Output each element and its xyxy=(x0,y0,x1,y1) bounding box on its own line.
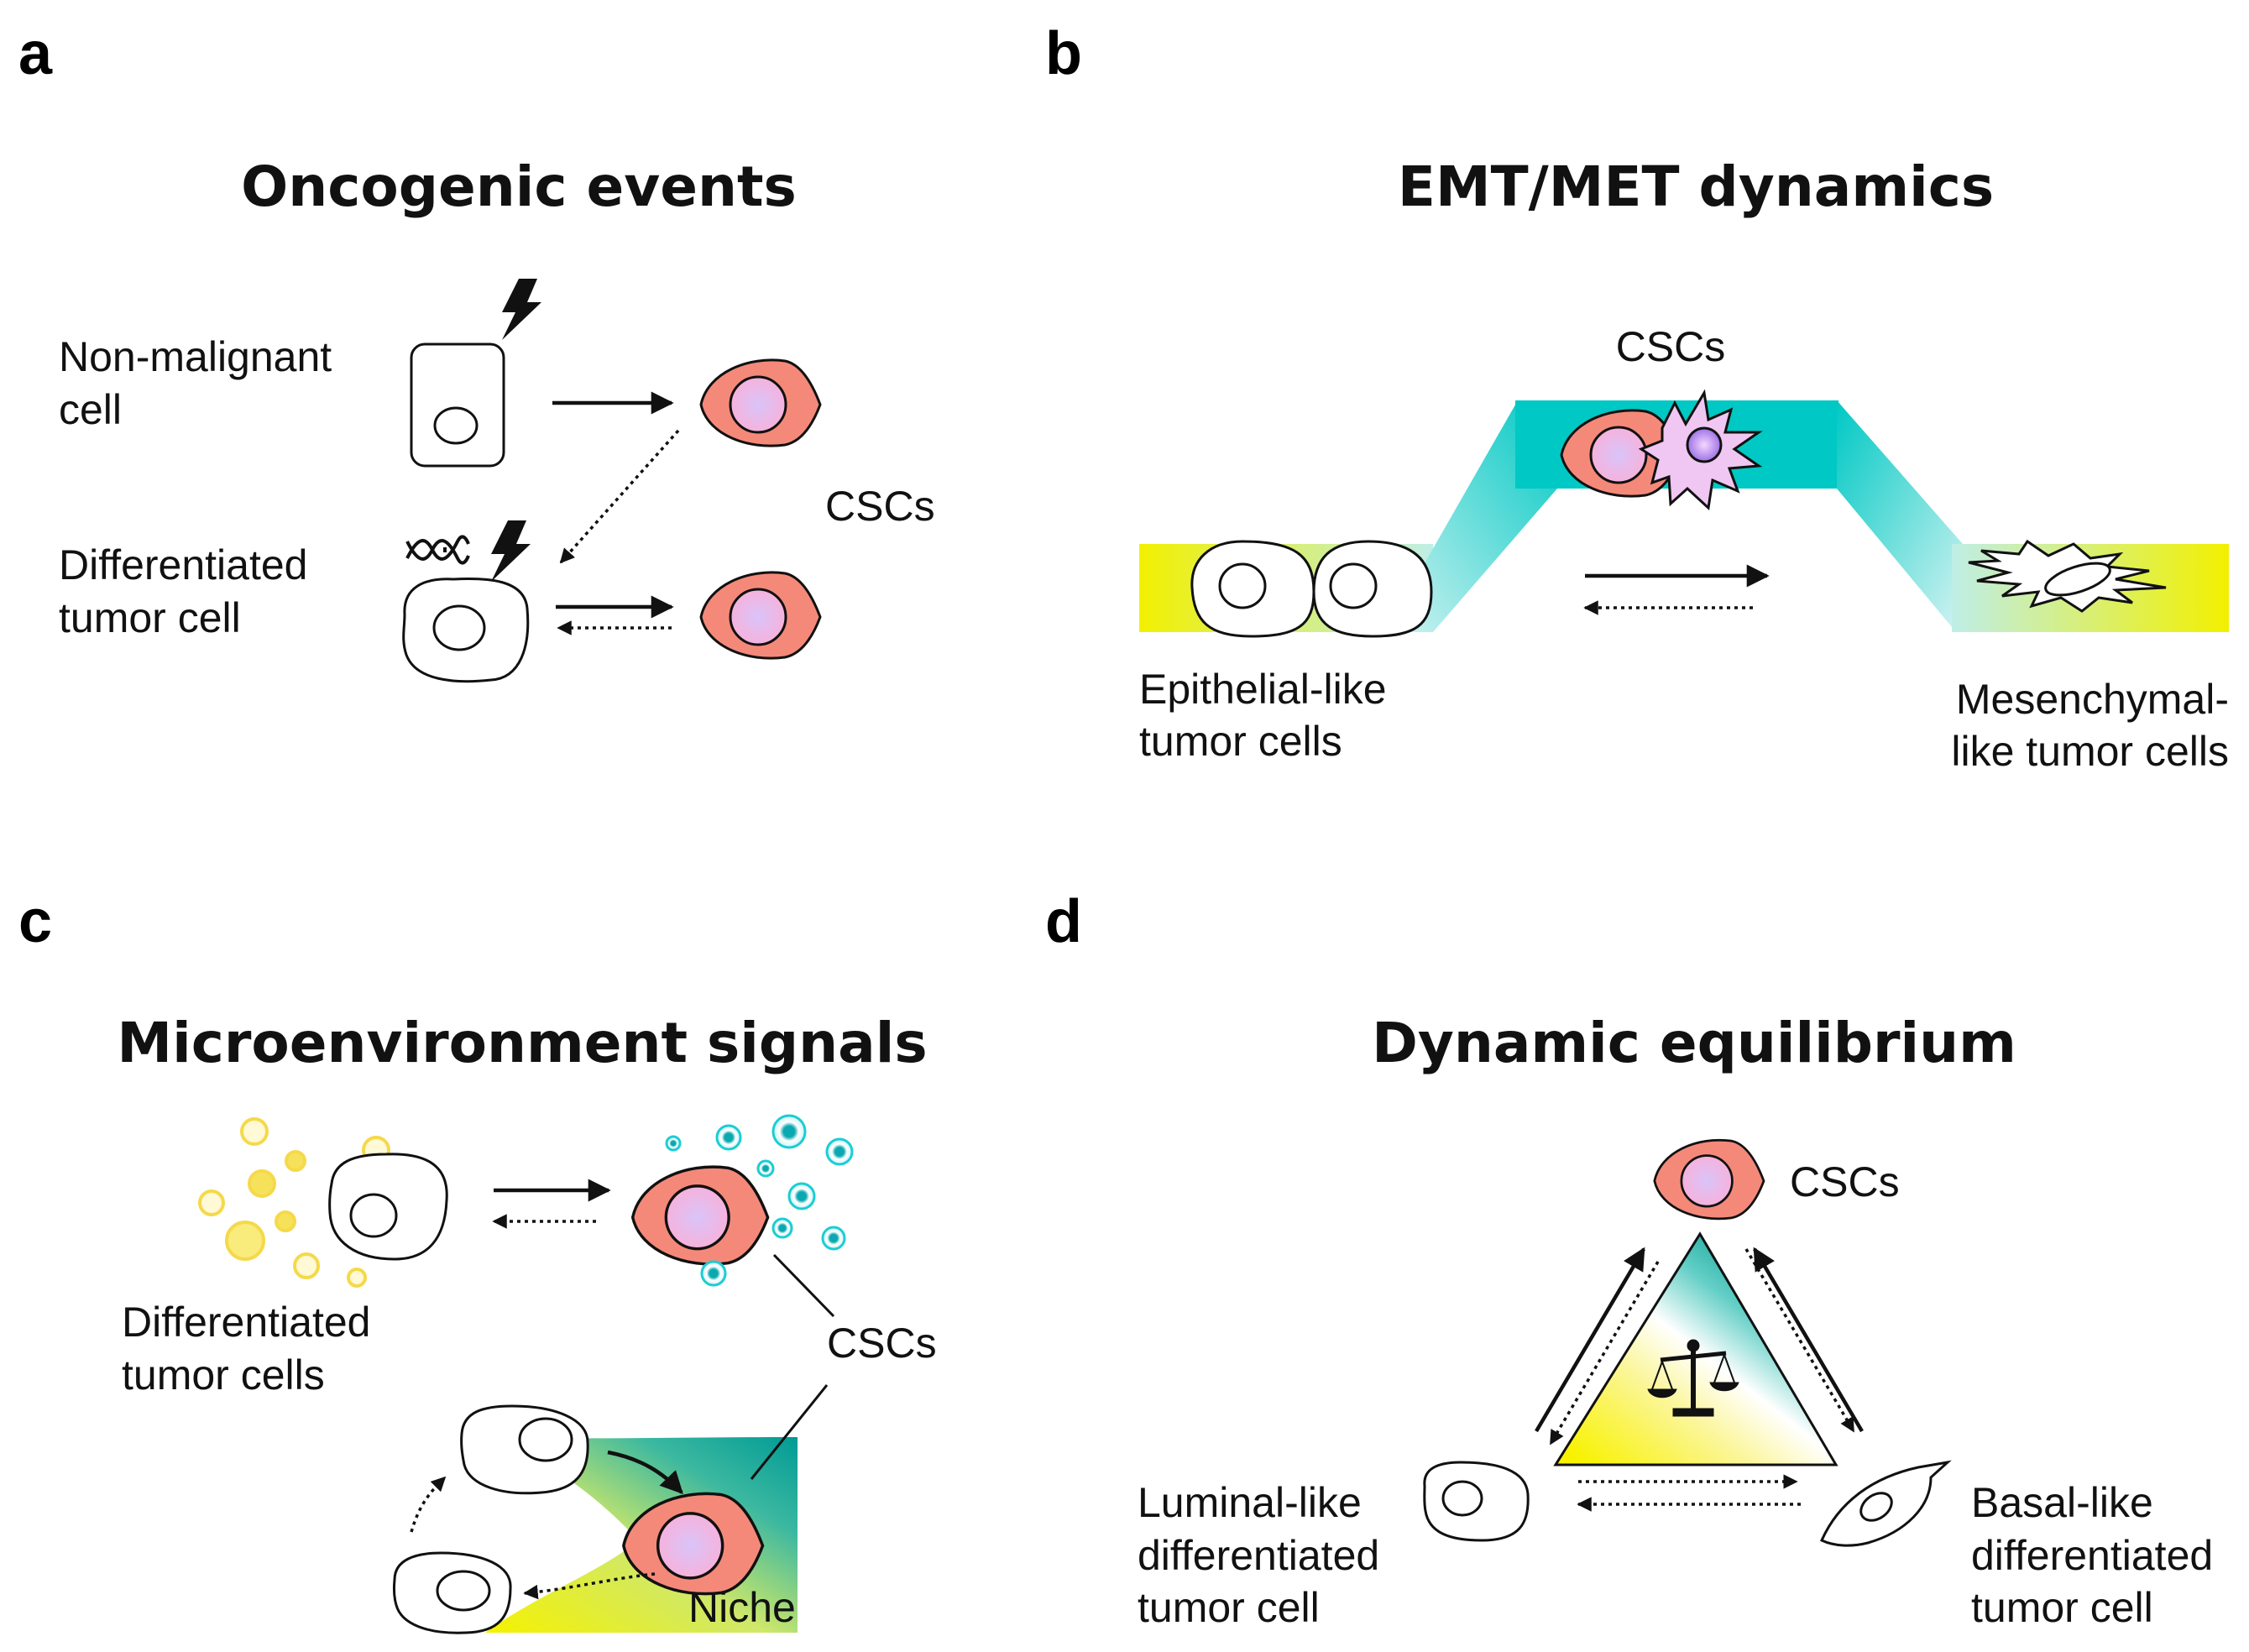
arrow-luminal-to-csc xyxy=(1535,1247,1645,1433)
label-cscs-b: CSCs xyxy=(1616,323,1726,370)
arrow-csc-to-luminal xyxy=(1549,1261,1660,1446)
label-luminal-line1: Luminal-like xyxy=(1138,1479,1362,1526)
label-basal-line2: differentiated xyxy=(1971,1532,2213,1579)
panel-d: d Dynamic equilibrium CSCs xyxy=(1045,888,2213,1631)
panel-c: c Microenvironment signals xyxy=(18,888,937,1634)
nonmalignant-cell xyxy=(410,342,505,468)
label-cscs-a: CSCs xyxy=(825,483,935,530)
mesenchymal-cell xyxy=(1968,539,2167,613)
label-mesenchymal-line2: like tumor cells xyxy=(1951,728,2229,775)
label-cscs-c: CSCs xyxy=(827,1320,937,1367)
label-epithelial-line2: tumor cells xyxy=(1139,718,1342,765)
panel-a-title: Oncogenic events xyxy=(241,154,797,219)
arrow-from-niche xyxy=(523,1572,656,1600)
balance-scale-icon xyxy=(1647,1339,1739,1417)
label-luminal-line2: differentiated xyxy=(1138,1532,1379,1579)
label-differentiated-line1: Differentiated xyxy=(59,541,307,588)
panel-d-letter: d xyxy=(1045,888,1082,955)
differentiated-cell-niche-bottom xyxy=(392,1551,512,1634)
differentiated-tumor-cell-c xyxy=(328,1153,448,1261)
dna-icon xyxy=(405,535,470,565)
yellow-signal-particles xyxy=(198,1117,390,1288)
label-differentiated-line2: tumor cell xyxy=(59,594,241,641)
label-basal-line1: Basal-like xyxy=(1971,1479,2153,1526)
lightning-icon-2 xyxy=(491,520,531,582)
panel-a-letter: a xyxy=(18,20,53,87)
csc-cell-d xyxy=(1653,1138,1765,1221)
pointer-line-cscs-top xyxy=(772,1253,835,1318)
cyan-signal-particles xyxy=(665,1114,854,1287)
panel-d-title: Dynamic equilibrium xyxy=(1372,1011,2016,1075)
label-niche: Niche xyxy=(688,1584,796,1631)
panel-a: a Oncogenic events Non-malignant cell Di… xyxy=(18,20,935,683)
differentiated-cell-niche-top xyxy=(460,1404,589,1495)
label-basal-line3: tumor cell xyxy=(1971,1584,2153,1631)
label-cscs-d: CSCs xyxy=(1790,1158,1900,1205)
pointer-line-cscs-niche xyxy=(750,1384,829,1480)
label-luminal-line3: tumor cell xyxy=(1138,1584,1320,1631)
label-differentiated-c-line2: tumor cells xyxy=(122,1351,325,1398)
label-epithelial-line1: Epithelial-like xyxy=(1139,666,1387,713)
differentiated-tumor-cell xyxy=(402,577,530,683)
panel-c-letter: c xyxy=(18,888,52,955)
basal-cell xyxy=(1820,1460,1952,1547)
arrow-basal-to-csc xyxy=(1753,1247,1864,1433)
csc-cell-c xyxy=(630,1165,770,1266)
csc-star-cell xyxy=(1638,389,1763,511)
lightning-icon xyxy=(502,279,541,340)
label-mesenchymal-line1: Mesenchymal- xyxy=(1956,676,2229,723)
panel-c-title: Microenvironment signals xyxy=(117,1011,927,1075)
luminal-cell xyxy=(1423,1461,1530,1542)
arrow-niche-cycle xyxy=(410,1476,447,1533)
panel-b-title: EMT/MET dynamics xyxy=(1398,154,1994,219)
panel-b-letter: b xyxy=(1045,20,1082,87)
epithelial-cells xyxy=(1190,540,1433,638)
csc-cell-top xyxy=(699,358,822,447)
panel-b: b EMT/MET dynamics CSCs xyxy=(1045,20,2229,775)
label-differentiated-c-line1: Differentiated xyxy=(122,1299,370,1346)
label-nonmalignant-line2: cell xyxy=(59,386,122,433)
arrow-csc-to-basal xyxy=(1744,1248,1855,1433)
csc-cell-bottom xyxy=(699,571,822,660)
arrow-dedifferentiate xyxy=(559,429,680,564)
label-nonmalignant-line1: Non-malignant xyxy=(59,333,332,380)
arrow-to-niche xyxy=(607,1450,683,1494)
